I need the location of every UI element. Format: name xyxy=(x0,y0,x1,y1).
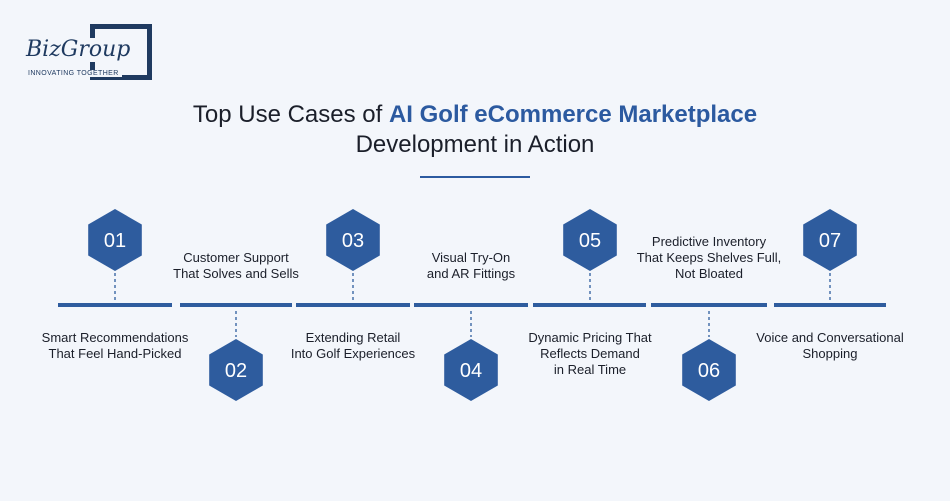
timeline-segment xyxy=(414,303,528,307)
step-number: 05 xyxy=(579,230,601,252)
step-number: 04 xyxy=(460,360,482,382)
step-label-07: Voice and Conversational Shopping xyxy=(756,330,904,361)
page-title: Top Use Cases of AI Golf eCommerce Marke… xyxy=(0,100,950,160)
step-label-05: Dynamic Pricing That Reflects Demand in … xyxy=(528,330,652,377)
step-hexagon-06 xyxy=(682,339,736,401)
timeline-segment xyxy=(296,303,410,307)
step-label-01: Smart Recommendations That Feel Hand-Pic… xyxy=(41,330,189,361)
step-number: 03 xyxy=(342,230,364,252)
step-hexagon-04 xyxy=(444,339,498,401)
step-label-02: Customer Support That Solves and Sells xyxy=(173,250,299,281)
timeline-segment xyxy=(180,303,292,307)
step-hexagon-03 xyxy=(326,209,380,271)
bizgroup-logo: BizGroup INNOVATING TOGETHER xyxy=(22,24,157,84)
step-label-03: Extending Retail Into Golf Experiences xyxy=(290,330,416,361)
title-prefix: Top Use Cases of xyxy=(192,101,383,128)
step-number: 07 xyxy=(819,230,841,252)
timeline-segment xyxy=(651,303,767,307)
step-label-06: Predictive Inventory That Keeps Shelves … xyxy=(636,234,782,281)
logo-tagline: INNOVATING TOGETHER xyxy=(28,70,122,77)
step-hexagon-05 xyxy=(563,209,617,271)
step-hexagon-01 xyxy=(88,209,142,271)
step-number: 01 xyxy=(104,230,126,252)
logo-wordmark: BizGroup xyxy=(26,37,133,62)
step-hexagon-07 xyxy=(803,209,857,271)
timeline-segment xyxy=(774,303,886,307)
timeline-segment xyxy=(533,303,646,307)
title-line2: Development in Action xyxy=(355,131,595,158)
step-hexagon-02 xyxy=(209,339,263,401)
step-label-04: Visual Try-On and AR Fittings xyxy=(426,250,516,281)
title-underline xyxy=(420,176,530,178)
title-highlight: AI Golf eCommerce Marketplace xyxy=(388,101,758,128)
step-number: 06 xyxy=(698,360,720,382)
step-number: 02 xyxy=(225,360,247,382)
timeline-segment xyxy=(58,303,172,307)
